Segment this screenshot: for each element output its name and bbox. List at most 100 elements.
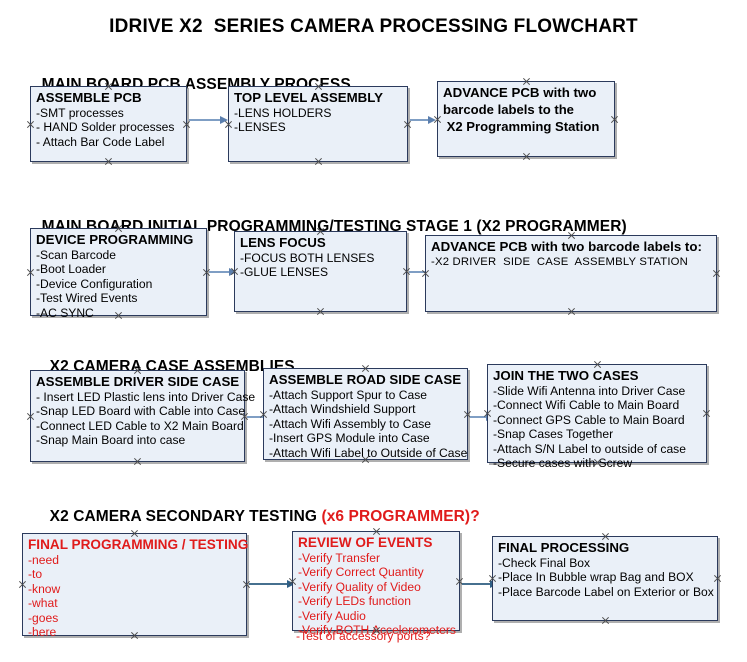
arrow-shaft bbox=[209, 271, 230, 273]
connector-handle-bottom[interactable] bbox=[601, 616, 610, 625]
connector-handle-bottom[interactable] bbox=[104, 157, 113, 166]
connector-handle-left[interactable] bbox=[433, 115, 442, 124]
node-final-programming-testing[interactable]: FINAL PROGRAMMING / TESTING -need -to -k… bbox=[22, 533, 248, 640]
section-header-accent-text: (x6 PROGRAMMER)? bbox=[321, 508, 480, 525]
arrow-device-programming-to-lens-focus bbox=[209, 266, 237, 277]
node-line: -Place In Bubble wrap Bag and BOX bbox=[498, 570, 694, 585]
connector-handle-left[interactable] bbox=[421, 269, 430, 278]
node-line: -Connect LED Cable to X2 Main Board bbox=[36, 418, 244, 433]
node-line: -Attach Wifi Label to Outside of Case bbox=[269, 445, 468, 460]
node-title: DEVICE PROGRAMMING bbox=[36, 232, 194, 247]
node-line: -Attach Support Spur to Case bbox=[269, 388, 427, 402]
node-assemble-road-side-case[interactable]: ASSEMBLE ROAD SIDE CASE -Attach Support … bbox=[263, 368, 468, 460]
connector-handle-right[interactable] bbox=[403, 120, 412, 129]
node-final-processing[interactable]: FINAL PROCESSING -Check Final Box -Place… bbox=[492, 536, 718, 621]
connector-handle-left[interactable] bbox=[488, 574, 497, 583]
node-advance-pcb-to-driver-side-case-station[interactable]: ADVANCE PCB with two barcode labels to: … bbox=[425, 235, 717, 312]
node-line: -Device Configuration bbox=[36, 276, 153, 291]
node-line: -Attach S/N Label to outside of case bbox=[493, 441, 686, 456]
connector-handle-left[interactable] bbox=[288, 577, 297, 586]
connector-handle-bottom[interactable] bbox=[314, 157, 323, 166]
connector-handle-bottom[interactable] bbox=[133, 457, 142, 466]
node-line: -Secure cases with Screw bbox=[493, 456, 633, 471]
connector-handle-right[interactable] bbox=[702, 409, 711, 418]
section-header-x2-camera-secondary-testing: X2 CAMERA SECONDARY TESTING (x6 PROGRAMM… bbox=[32, 490, 480, 544]
connector-handle-bottom[interactable] bbox=[567, 307, 576, 316]
node-assemble-driver-side-case[interactable]: ASSEMBLE DRIVER SIDE CASE - Insert LED P… bbox=[30, 370, 256, 462]
connector-handle-right[interactable] bbox=[455, 577, 464, 586]
connector-handle-left[interactable] bbox=[26, 412, 35, 421]
node-review-of-events[interactable]: REVIEW OF EVENTS -Verify Transfer -Verif… bbox=[292, 531, 460, 637]
node-line: -Snap Main Board into case bbox=[36, 433, 186, 448]
node-line: -Boot Loader bbox=[36, 262, 106, 277]
node-join-the-two-cases[interactable]: JOIN THE TWO CASES -Slide Wifi Antenna i… bbox=[487, 364, 707, 470]
node-line: barcode labels to the bbox=[443, 102, 574, 117]
arrow-head bbox=[220, 115, 228, 124]
node-line: -Verify Audio bbox=[298, 608, 366, 623]
node-line: -what bbox=[28, 596, 58, 611]
connector-handle-left[interactable] bbox=[224, 120, 233, 129]
node-line: -goes bbox=[28, 610, 59, 625]
node-lens-focus[interactable]: LENS FOCUS -FOCUS BOTH LENSES -GLUE LENS… bbox=[234, 231, 407, 312]
node-title: ADVANCE PCB with two bbox=[443, 85, 597, 100]
node-device-programming[interactable]: DEVICE PROGRAMMING -Scan Barcode -Boot L… bbox=[30, 228, 207, 320]
node-title: ASSEMBLE DRIVER SIDE CASE bbox=[36, 374, 240, 389]
node-line: -Verify BOTH Accelerometers bbox=[298, 623, 456, 638]
arrow-shaft bbox=[409, 271, 426, 273]
connector-handle-right[interactable] bbox=[463, 410, 472, 419]
node-line: -Verify LEDs function bbox=[298, 594, 411, 609]
node-line: -X2 DRIVER SIDE CASE ASSEMBLY STATION bbox=[431, 256, 689, 268]
node-line: -Place Barcode Label on Exterior or Box bbox=[498, 584, 714, 599]
node-title: ASSEMBLE ROAD SIDE CASE bbox=[269, 372, 462, 387]
connector-handle-right[interactable] bbox=[242, 580, 251, 589]
connector-handle-right[interactable] bbox=[712, 269, 721, 278]
connector-handle-right[interactable] bbox=[713, 574, 722, 583]
node-line: -SMT processes bbox=[36, 106, 124, 120]
connector-handle-left[interactable] bbox=[18, 580, 27, 589]
node-line: - Insert LED Plastic lens into Driver Ca… bbox=[36, 390, 256, 404]
node-line: -Verify Quality of Video bbox=[298, 579, 421, 594]
connector-handle-bottom[interactable] bbox=[522, 152, 531, 161]
node-line: -FOCUS BOTH LENSES bbox=[240, 251, 375, 265]
node-title: REVIEW OF EVENTS bbox=[298, 535, 433, 550]
section-header-text: X2 CAMERA SECONDARY TESTING bbox=[49, 508, 322, 525]
node-line: -Insert GPS Module into Case bbox=[269, 431, 430, 446]
connector-handle-left[interactable] bbox=[26, 120, 35, 129]
arrow-shaft bbox=[189, 119, 221, 121]
node-title: TOP LEVEL ASSEMBLY bbox=[234, 90, 384, 105]
connector-handle-right[interactable] bbox=[610, 115, 619, 124]
node-title: FINAL PROCESSING bbox=[498, 540, 630, 555]
node-line: -here bbox=[28, 625, 57, 640]
connector-handle-right[interactable] bbox=[182, 120, 191, 129]
node-advance-pcb-to-x2-programming-station[interactable]: ADVANCE PCB with two barcode labels to t… bbox=[437, 81, 615, 157]
arrow-top-level-assembly-to-advance-pcb bbox=[410, 114, 436, 125]
connector-handle-bottom[interactable] bbox=[316, 307, 325, 316]
node-line: -Connect GPS Cable to Main Board bbox=[493, 412, 685, 427]
connector-handle-right[interactable] bbox=[402, 267, 411, 276]
connector-handle-left[interactable] bbox=[26, 268, 35, 277]
connector-handle-left[interactable] bbox=[483, 409, 492, 418]
node-line: -AC SYNC bbox=[36, 305, 94, 320]
node-line: -know bbox=[28, 581, 61, 596]
arrow-shaft bbox=[410, 119, 429, 121]
connector-handle-left[interactable] bbox=[230, 267, 239, 276]
connector-handle-left[interactable] bbox=[259, 410, 268, 419]
connector-handle-right[interactable] bbox=[202, 268, 211, 277]
node-line: -LENS HOLDERS bbox=[234, 106, 332, 120]
node-line: X2 Programming Station bbox=[443, 119, 600, 134]
node-line: -need bbox=[28, 553, 59, 567]
arrow-shaft bbox=[470, 416, 487, 418]
node-assemble-pcb[interactable]: ASSEMBLE PCB -SMT processes - HAND Solde… bbox=[30, 86, 187, 162]
node-line: -Snap Cases Together bbox=[493, 427, 614, 442]
node-line: -to bbox=[28, 567, 43, 582]
node-title: ADVANCE PCB with two barcode labels to: bbox=[431, 239, 702, 254]
node-line: -Scan Barcode bbox=[36, 248, 116, 262]
node-title: LENS FOCUS bbox=[240, 235, 326, 250]
node-line: -Slide Wifi Antenna into Driver Case bbox=[493, 384, 686, 398]
node-top-level-assembly[interactable]: TOP LEVEL ASSEMBLY -LENS HOLDERS -LENSES bbox=[228, 86, 408, 162]
node-line: -GLUE LENSES bbox=[240, 265, 329, 280]
node-line: -Test Wired Events bbox=[36, 291, 138, 306]
node-line: -Verify Correct Quantity bbox=[298, 565, 424, 580]
node-line: -Verify Transfer bbox=[298, 551, 380, 565]
